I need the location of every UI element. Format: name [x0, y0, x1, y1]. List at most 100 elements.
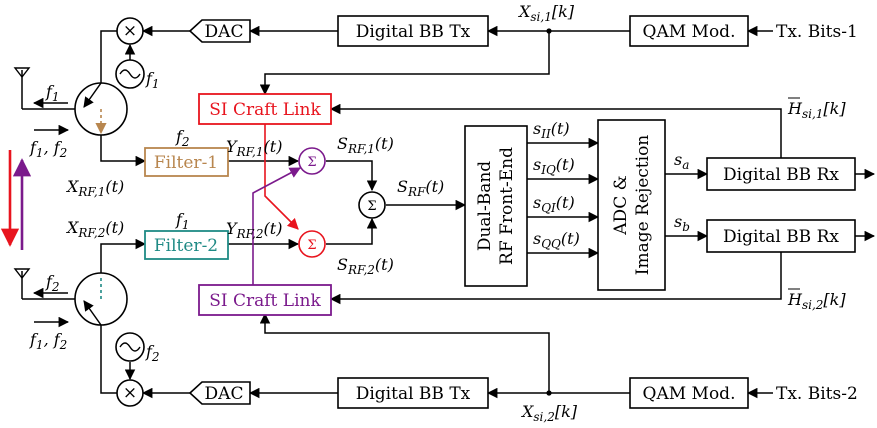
wire-hsi1-sicraft1 [329, 103, 782, 158]
wire-mixer2-circ2 [100, 318, 117, 394]
circulator-1-arrow-a [83, 82, 102, 108]
si-path-purple [252, 167, 301, 285]
bb-rx-2-box [706, 219, 856, 253]
xrf1-label: XRF,1(t) [65, 177, 124, 199]
qam-mod-1-box [629, 15, 749, 47]
bb-tx-1: Digital BB Tx [337, 15, 489, 47]
filter-2-box [144, 230, 229, 260]
mixer-2-circle [116, 379, 144, 407]
sine-wave-icon [119, 342, 141, 352]
adc-image-rejection: ADC & Image Rejection [597, 119, 666, 291]
wire-xsi2-sicraft2 [259, 312, 550, 393]
filter-1-label: Filter-1 [154, 153, 218, 173]
si-path-red [264, 124, 299, 230]
qam-mod-1-label: QAM Mod. [643, 22, 736, 42]
dac-2-label: DAC [205, 384, 244, 404]
wire-circ2-filter2 [100, 238, 147, 273]
wire-xsi1-sicraft1 [259, 31, 550, 96]
mixer-1-circle [116, 17, 144, 45]
srf1-label: SRF,1(t) [337, 134, 394, 156]
bb-rx-1: Digital BB Rx [706, 157, 856, 191]
signal-labels: Xsi,1[k] Xsi,2[k] Hsi,1[k] Hsi,2[k] f1 f… [29, 2, 846, 424]
wire-sum2-combiner [326, 217, 378, 245]
tx-bits-2-label: Tx. Bits-2 [776, 384, 858, 404]
si-craft-link-1-label: SI Craft Link [209, 100, 321, 120]
ant1-f-label: f1 [45, 82, 60, 104]
bb-rx-2-label: Digital BB Rx [723, 227, 839, 247]
sum-node-1: Σ [298, 147, 326, 175]
srf2-label: SRF,2(t) [337, 255, 394, 277]
oscillator-2: f2 [115, 332, 160, 364]
mixer-1-symbol: × [123, 21, 137, 41]
sqq-label: sQQ(t) [533, 229, 580, 251]
combiner-node: Σ [358, 191, 386, 219]
ant2-f12-label: f1, f2 [29, 330, 67, 352]
adc-image-rejection-box [597, 119, 666, 291]
antenna-arrows [32, 97, 70, 328]
dac-1-label: DAC [205, 22, 244, 42]
bb-tx-2-label: Digital BB Tx [356, 384, 471, 404]
oscillator-1: f1 [115, 59, 160, 91]
xrf2-label: XRF,2(t) [65, 218, 124, 240]
dual-band-rf-front-end-box [464, 125, 528, 287]
sum-node-2: Σ [298, 230, 326, 258]
antenna-1-icon [13, 67, 31, 79]
sqi-label: sQI(t) [533, 193, 575, 215]
sum-node-2-circle [298, 230, 326, 258]
filter-1: Filter-1 [144, 147, 229, 177]
dac-1: DAC [188, 19, 251, 43]
sine-wave-icon [119, 69, 141, 79]
circulator-2 [74, 272, 128, 326]
filter2-f1-label: f1 [175, 210, 190, 232]
dual-band-rf-front-end: Dual-Band RF Front-End [464, 125, 528, 287]
yrf1-label: YRF,1(t) [226, 137, 282, 159]
si-craft-link-2: SI Craft Link [198, 284, 332, 316]
adc-label-line2: Image Rejection [633, 135, 653, 276]
osc-f2-label: f2 [145, 342, 160, 364]
si-craft-paths [252, 124, 301, 285]
antenna-2 [13, 268, 75, 300]
si-craft-link-1: SI Craft Link [198, 93, 332, 125]
mixer-2: × [116, 379, 144, 407]
mixer-2-symbol: × [123, 383, 137, 403]
bb-rx-1-label: Digital BB Rx [723, 165, 839, 185]
bb-tx-1-box [337, 15, 489, 47]
wire-hsi2-sicraft2 [329, 240, 782, 305]
filter-2: Filter-2 [144, 230, 229, 260]
bb-rx-1-box [706, 157, 856, 191]
combiner-node-symbol: Σ [367, 199, 376, 214]
qam-mod-1: QAM Mod. [629, 15, 749, 47]
sum-node-1-circle [298, 147, 326, 175]
filter1-f2-label: f2 [175, 127, 190, 149]
sii-label: sII(t) [533, 119, 570, 141]
dac-2: DAC [188, 381, 251, 405]
sb-label: sb [674, 212, 690, 234]
wire-sum1-combiner [326, 160, 378, 192]
hsi2-label: Hsi,2[k] [787, 290, 846, 312]
wires [100, 25, 876, 399]
sum-node-2-symbol: Σ [307, 238, 316, 253]
frontend-label-line1: Dual-Band [475, 161, 495, 251]
bb-rx-2: Digital BB Rx [706, 219, 856, 253]
yrf2-label: YRF,2(t) [226, 219, 282, 241]
bb-tx-2: Digital BB Tx [337, 377, 489, 409]
xsi1-label: Xsi,1[k] [517, 2, 575, 24]
wire-mixer1-circ1 [100, 30, 117, 83]
wire-circ1-filter1 [100, 135, 147, 167]
antenna-1 [13, 67, 75, 110]
qam-mod-2-box [629, 377, 749, 409]
sa-label: sa [674, 150, 689, 172]
si-craft-link-1-box [198, 93, 332, 125]
circulator-2-arrow-a [83, 300, 102, 326]
dac-1-shape [188, 19, 251, 43]
tx-bits-1-label: Tx. Bits-1 [776, 22, 858, 42]
xsi2-label: Xsi,2[k] [520, 402, 578, 424]
frontend-label-line2: RF Front-End [497, 147, 517, 265]
adc-label-line1: ADC & [611, 175, 631, 235]
filter-1-box [144, 147, 229, 177]
osc-f1-label: f1 [145, 69, 160, 91]
ant2-f-label: f2 [45, 272, 60, 294]
bb-tx-2-box [337, 377, 489, 409]
sum-node-1-symbol: Σ [307, 155, 316, 170]
